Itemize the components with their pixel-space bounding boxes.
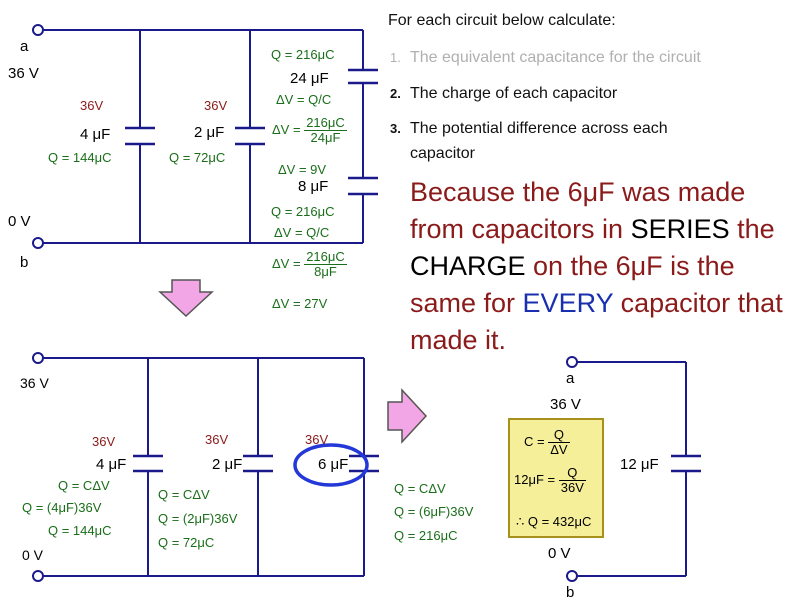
explanation-every: EVERY [522,288,614,318]
top-c2-value: 2 μF [194,124,225,141]
top-c8-dv-num: 216μC [304,249,347,266]
top-c24-charge: Q = 216μC [271,47,335,62]
top-c8-dv-den: 8μF [314,264,337,280]
mid-c4-formula-3: Q = 144μC [48,523,112,538]
top-node-b: b [20,254,29,271]
explanation-part2: the [729,214,775,244]
top-c8-dv-formula: ΔV = Q/C [274,225,330,240]
mid-c6-formula-2: Q = (6μF)36V [394,504,474,519]
mid-c2-formula-3: Q = 72μC [158,535,215,550]
top-c24-value: 24 μF [290,70,329,87]
question-3-number: 3. [390,121,401,136]
mid-c4-volts: 36V [92,434,116,449]
right-node-b: b [566,584,575,601]
top-c4-value: 4 μF [80,126,111,143]
mid-c4-formula-1: Q = CΔV [58,478,110,493]
mid-c6-value: 6 μF [318,456,349,473]
box-eq2-label: 12μF = [514,472,556,488]
top-capacitor-plates [125,68,378,196]
top-node-a: a [20,38,29,55]
box-eq1-num: Q [548,427,570,444]
mid-c4-value: 4 μF [96,456,127,473]
question-2: 2. The charge of each capacitor [390,85,617,103]
right-node-a: a [566,370,575,387]
right-terminal-a [566,356,578,368]
mid-c2-volts: 36V [205,432,229,447]
mid-c2-value: 2 μF [212,456,243,473]
top-c8-value: 8 μF [298,178,329,195]
mid-terminal-top [32,352,44,364]
question-1: 1. The equivalent capacitance for the cir… [390,49,701,67]
box-eq2-den: 36V [560,480,584,496]
right-capacitor-value: 12 μF [620,456,659,473]
mid-c2-formula-2: Q = (2μF)36V [158,511,238,526]
top-voltage-b: 0 V [8,213,31,230]
mid-c4-formula-2: Q = (4μF)36V [22,500,102,515]
top-c24-dv-num: 216μC [304,115,347,132]
explanation-series: SERIES [630,214,730,244]
highlight-ellipse [293,443,369,487]
explanation-text: Because the 6μF was made from capacitors… [410,174,800,359]
question-1-text: The equivalent capacitance for the circu… [410,49,701,66]
top-c24-dv-result: ΔV = 9V [278,162,327,177]
top-terminal-b [32,237,44,249]
explanation-part3: on the 6μF is the same for [410,251,735,318]
box-eq2-num: Q [558,465,586,482]
question-2-number: 2. [390,86,401,101]
explanation-part1: Because the 6μF was made from capacitors… [410,177,746,244]
mid-circuit-wires [38,357,365,577]
explanation-charge: CHARGE [410,251,526,281]
top-c4-charge: Q = 144μC [48,150,112,165]
question-1-number: 1. [390,50,401,65]
mid-c2-formula-1: Q = CΔV [158,487,210,502]
questions-intro: For each circuit below calculate: [388,12,616,29]
right-voltage-b: 0 V [548,545,571,562]
question-3-continuation: capacitor [410,145,475,162]
box-eq1-den: ΔV [550,442,568,458]
question-3: 3. The potential difference across each [390,120,668,138]
mid-c6-formula-3: Q = 216μC [394,528,458,543]
box-eq1-label: C = [524,434,545,450]
question-3-text: The potential difference across each [410,120,668,137]
right-capacitor-plates [671,454,701,473]
top-c4-volts: 36V [80,98,104,113]
explanation-part4: capacitor that made it. [410,288,783,355]
top-c8-charge: Q = 216μC [271,204,335,219]
down-arrow-icon [158,279,214,318]
mid-voltage-top: 36 V [20,375,49,391]
top-circuit-wires [38,29,364,244]
mid-terminal-bottom [32,570,44,582]
right-arrow-icon [387,388,428,444]
top-c2-volts: 36V [204,98,228,113]
top-terminal-a [32,24,44,36]
right-voltage-a: 36 V [550,396,581,413]
top-c24-dv-label: ΔV = [272,122,301,138]
top-c24-dv-den: 24μF [310,130,341,146]
mid-c6-volts: 36V [305,432,329,447]
top-c8-dv-label: ΔV = [272,256,301,272]
top-c2-charge: Q = 72μC [169,150,226,165]
question-2-text: The charge of each capacitor [410,85,618,102]
mid-c6-formula-1: Q = CΔV [394,481,446,496]
top-c8-dv-result: ΔV = 27V [272,296,328,311]
mid-voltage-bottom: 0 V [22,547,44,563]
right-terminal-b [566,570,578,582]
right-circuit-wires [572,361,687,577]
top-voltage-a: 36 V [8,65,39,82]
top-c24-dv-formula: ΔV = Q/C [276,92,332,107]
box-eq3: ∴ Q = 432μC [516,514,592,529]
